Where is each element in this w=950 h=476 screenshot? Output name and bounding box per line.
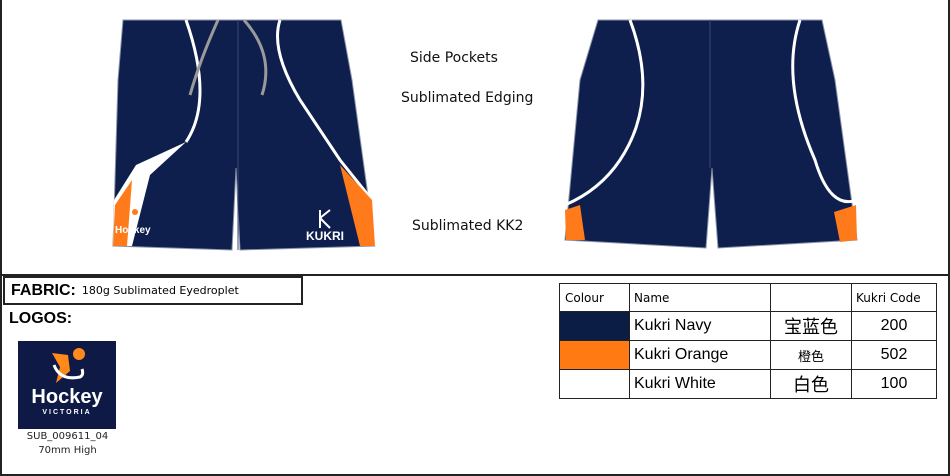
colour-code: 502 bbox=[851, 340, 937, 370]
annotation-side-pockets: Side Pockets bbox=[410, 50, 498, 66]
header-kukri-code: Kukri Code bbox=[851, 283, 937, 312]
colour-chinese: 橙色 bbox=[770, 340, 852, 370]
swatch-white bbox=[559, 369, 630, 399]
header-colour: Colour bbox=[559, 283, 630, 312]
colour-code: 100 bbox=[851, 369, 937, 399]
header-chinese bbox=[770, 283, 852, 312]
annotation-sublimated-edging: Sublimated Edging bbox=[401, 90, 534, 106]
header-name: Name bbox=[629, 283, 771, 312]
front-kukri-logo: KUKRI bbox=[306, 229, 344, 243]
logo-size: 70mm High bbox=[38, 445, 97, 456]
svg-text:Hockey: Hockey bbox=[31, 386, 103, 408]
table-row: Kukri Navy 宝蓝色 200 bbox=[559, 311, 937, 341]
swatch-orange bbox=[559, 340, 630, 370]
shorts-back-illustration bbox=[564, 19, 858, 249]
swatch-navy bbox=[559, 311, 630, 341]
fabric-value: 180g Sublimated Eyedroplet bbox=[81, 284, 239, 297]
hockey-player-icon: Hockey VICTORIA bbox=[31, 348, 103, 416]
colour-name: Kukri White bbox=[629, 369, 771, 399]
shorts-front-illustration: Hockey KUKRI bbox=[112, 19, 377, 251]
hockey-victoria-logo: Hockey VICTORIA bbox=[18, 341, 116, 429]
colour-chinese: 白色 bbox=[770, 369, 852, 399]
colour-name: Kukri Orange bbox=[629, 340, 771, 370]
table-header: Colour Name Kukri Code bbox=[559, 283, 937, 312]
colour-code: 200 bbox=[851, 311, 937, 341]
svg-text:VICTORIA: VICTORIA bbox=[42, 409, 91, 416]
logos-heading: LOGOS: bbox=[9, 310, 73, 327]
fabric-box: FABRIC: 180g Sublimated Eyedroplet bbox=[3, 276, 303, 305]
colour-name: Kukri Navy bbox=[629, 311, 771, 341]
details-panel bbox=[0, 274, 950, 476]
annotation-sublimated-kk2: Sublimated KK2 bbox=[412, 218, 524, 234]
colour-table: Colour Name Kukri Code Kukri Navy 宝蓝色 20… bbox=[559, 283, 937, 399]
colour-chinese: 宝蓝色 bbox=[770, 311, 852, 341]
table-row: Kukri White 白色 100 bbox=[559, 369, 937, 399]
front-hockey-logo: Hockey bbox=[115, 225, 151, 236]
logo-code: SUB_009611_04 bbox=[26, 431, 109, 442]
table-row: Kukri Orange 橙色 502 bbox=[559, 340, 937, 370]
fabric-label: FABRIC: bbox=[11, 281, 76, 299]
